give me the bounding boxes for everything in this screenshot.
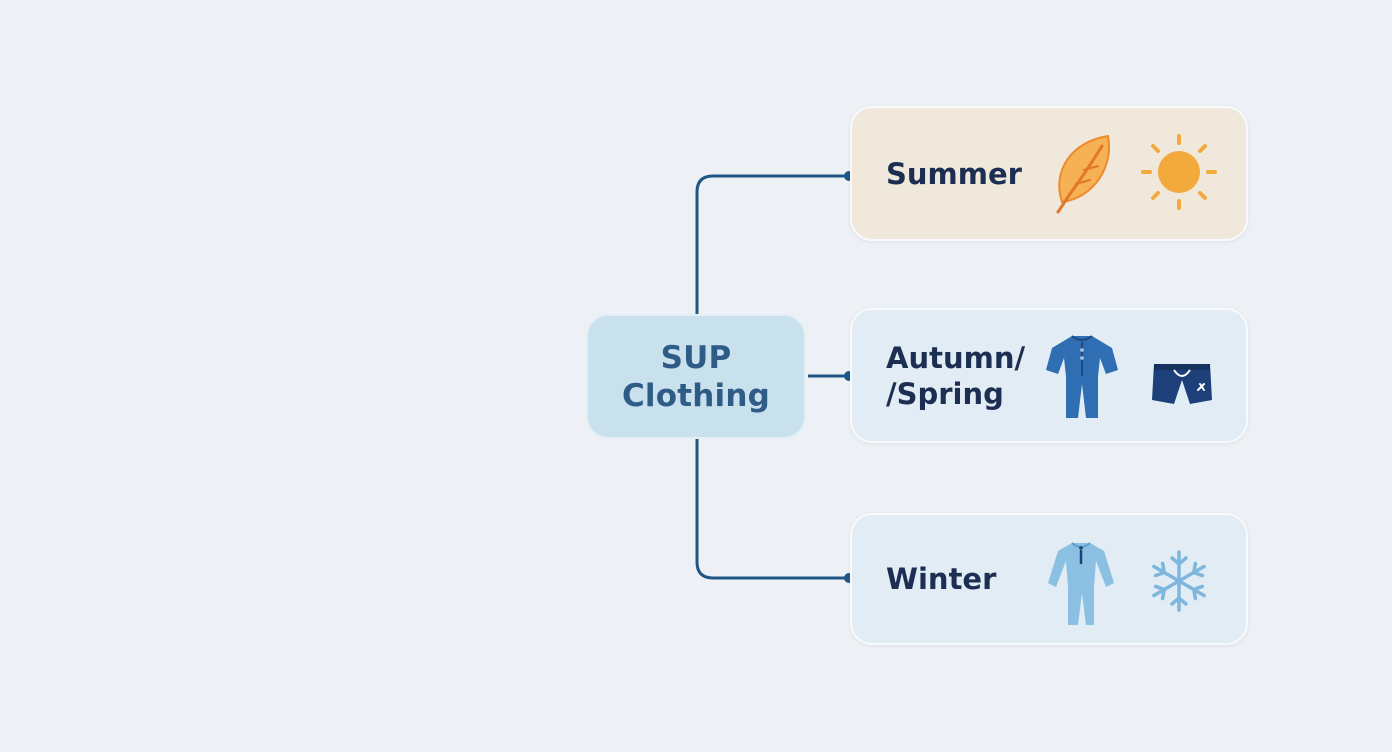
season-label-autumn-spring: Autumn/ /Spring <box>886 340 1026 411</box>
season-label-summer: Summer <box>886 156 1022 191</box>
fullsuit-icon <box>1048 542 1114 625</box>
sun-icon <box>1141 134 1217 210</box>
season-node-autumn-spring: Autumn/ /Spring <box>850 308 1248 443</box>
neoprene-shorts-icon <box>1152 364 1212 404</box>
root-node: SUP Clothing <box>586 314 806 439</box>
shorty-wetsuit-icon <box>1046 335 1118 418</box>
season-label-winter: Winter <box>886 562 997 596</box>
season-node-summer: Summer <box>850 106 1248 241</box>
leaf-icon <box>1056 134 1111 214</box>
season-node-winter: Winter <box>850 513 1248 645</box>
root-label: SUP Clothing <box>621 339 771 414</box>
snowflake-icon <box>1152 550 1206 612</box>
connector-summer <box>695 174 848 314</box>
connector-winter <box>695 439 848 580</box>
